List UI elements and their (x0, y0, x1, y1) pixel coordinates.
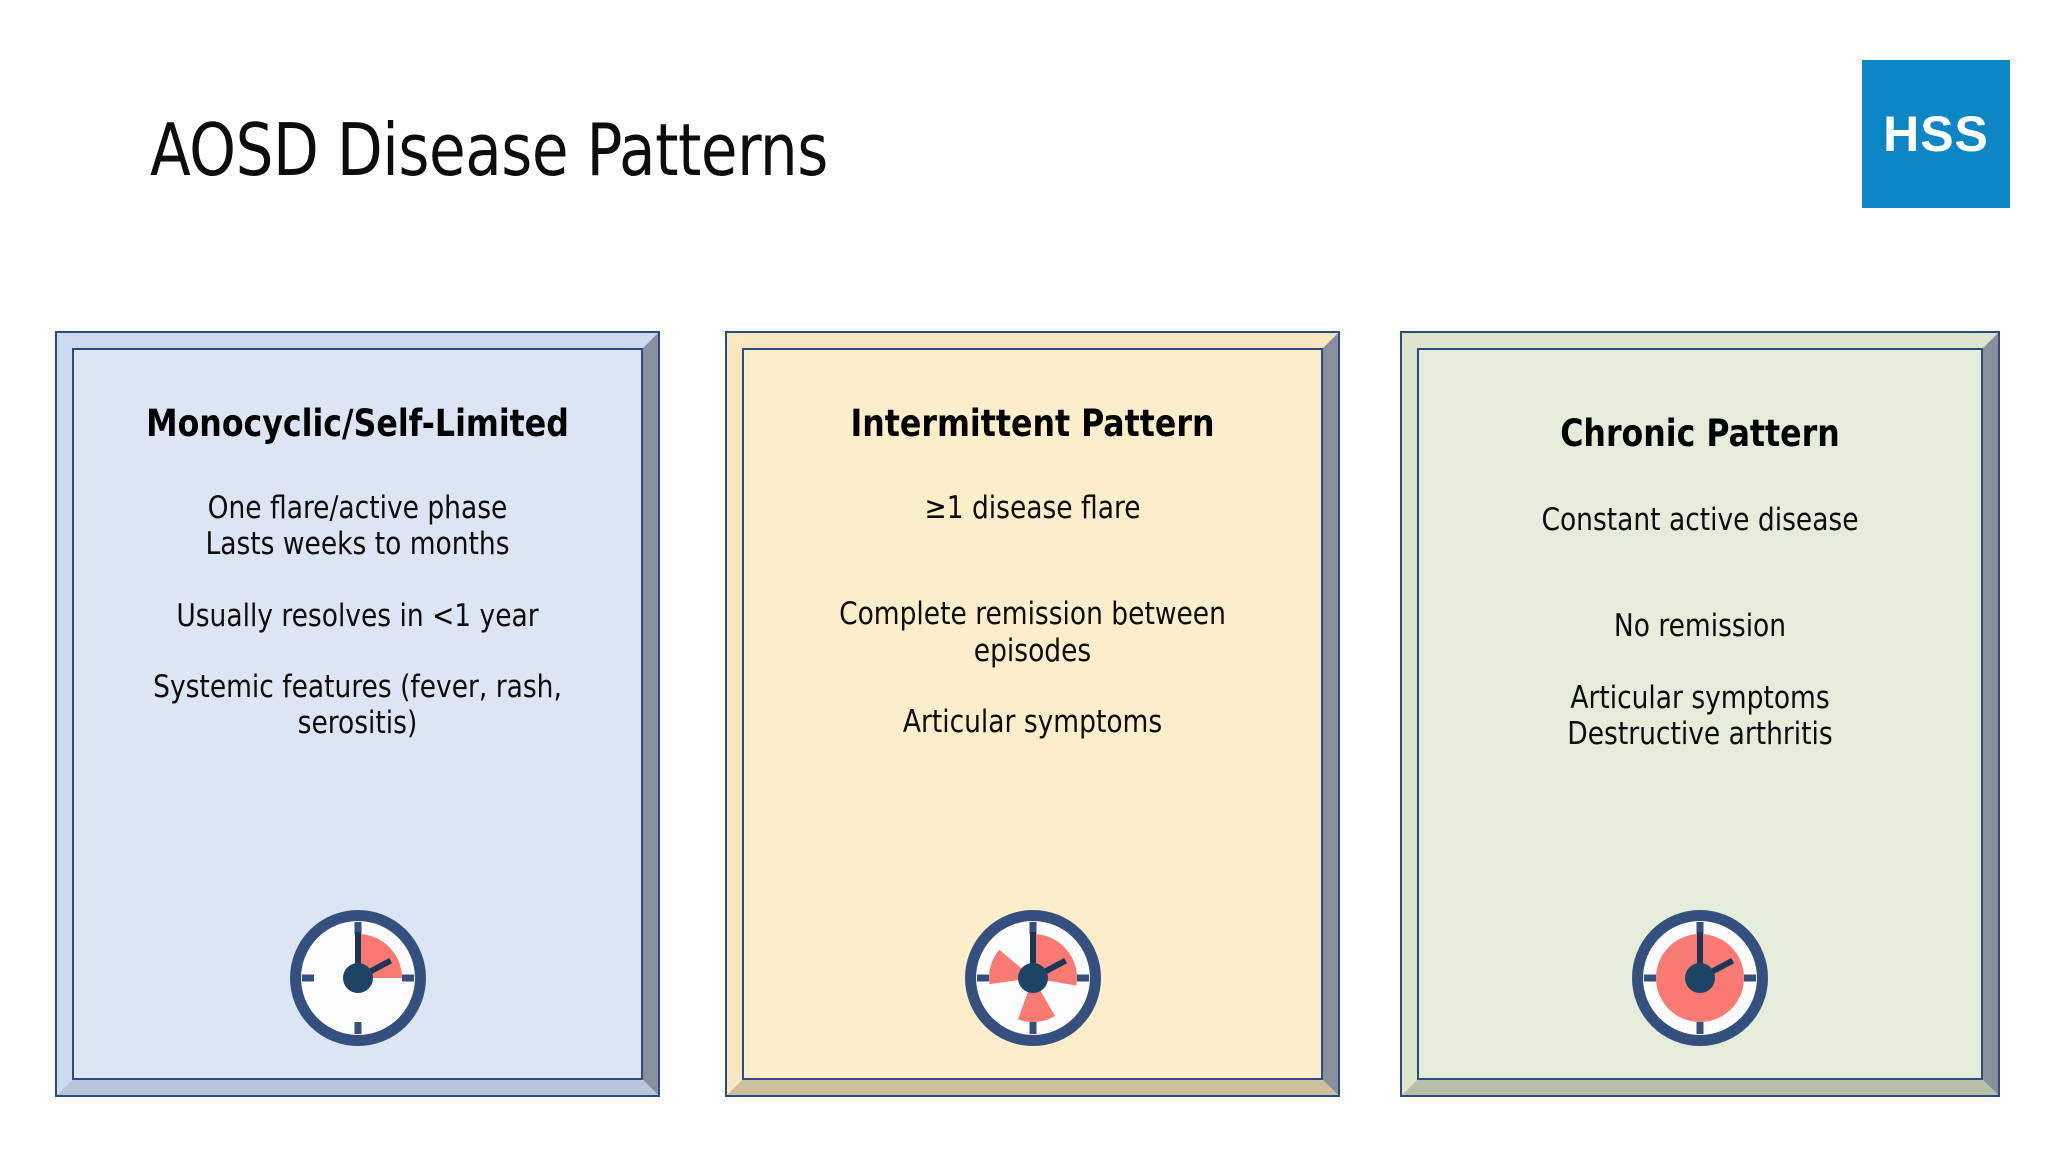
body-spacer (779, 526, 1285, 561)
clock-ring (964, 910, 1101, 1046)
hss-logo-text: HSS (1883, 106, 1989, 162)
body-spacer (1454, 538, 1946, 573)
body-spacer (1454, 573, 1946, 608)
bevel-left-face (727, 333, 742, 1095)
clock-hub (1017, 963, 1048, 993)
body-line: Usually resolves in <1 year (176, 597, 539, 634)
body-spacer (1454, 645, 1946, 680)
bevel-bottom-face (57, 1080, 658, 1095)
card-panel: Monocyclic/Self-Limited One flare/active… (72, 348, 643, 1080)
body-line: ≥1 disease flare (924, 490, 1141, 526)
clock-container (74, 904, 641, 1052)
clock-single-flare (289, 910, 426, 1046)
clock-intermittent-flares (964, 910, 1101, 1046)
clock-container (1419, 904, 1981, 1052)
body-line: Articular symptoms (902, 703, 1163, 740)
body-line: Systemic features (fever, rash, serositi… (153, 668, 562, 742)
body-spacer (779, 669, 1285, 704)
clock-accent-wedge (357, 934, 402, 978)
clock-ring (1632, 910, 1768, 1046)
clock-hub (1685, 963, 1715, 993)
clock-constant-disease (1632, 910, 1768, 1046)
bevel-right-face (1323, 333, 1338, 1095)
body-line: No remission (1613, 608, 1787, 645)
bevel-right-face (643, 333, 658, 1095)
bevel-bottom-face (727, 1080, 1338, 1095)
body-line: Constant active disease (1541, 502, 1859, 538)
card-title: Monocyclic/Self-Limited (146, 402, 569, 445)
hss-logo: HSS (1862, 60, 2010, 208)
bevel-top-face (727, 333, 1338, 348)
bevel-top-face (57, 333, 658, 348)
bevel-left-face (1402, 333, 1417, 1095)
clock-container (744, 904, 1321, 1052)
bevel-right-face (1983, 333, 1998, 1095)
bevel-bottom-face (1402, 1080, 1998, 1095)
clock-ring (289, 910, 426, 1046)
card-title: Intermittent Pattern (850, 402, 1215, 445)
card-title: Chronic Pattern (1560, 412, 1840, 455)
body-line: Complete remission between episodes (839, 596, 1226, 669)
body-line: One flare/active phase (207, 490, 508, 526)
body-spacer (109, 563, 606, 598)
clock-hub (342, 963, 373, 993)
bevel-left-face (57, 333, 72, 1095)
body-line: Destructive arthritis (1567, 715, 1833, 752)
body-line: Articular symptoms (1570, 679, 1830, 716)
bevel-top-face (1402, 333, 1998, 348)
card-monocyclic: Monocyclic/Self-Limited One flare/active… (55, 331, 660, 1097)
clock-accent-wedge (1017, 978, 1055, 1022)
page-title: AOSD Disease Patterns (150, 108, 828, 192)
body-line: Lasts weeks to months (205, 526, 510, 563)
body-spacer (779, 561, 1285, 596)
body-spacer (109, 634, 606, 669)
